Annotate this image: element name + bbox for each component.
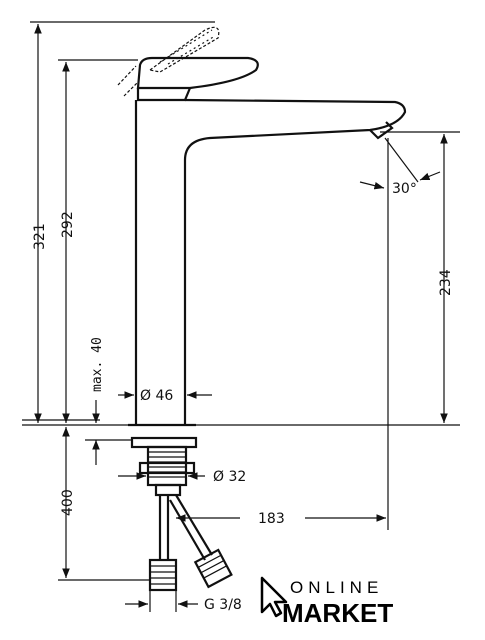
- cartridge-housing: [136, 87, 192, 102]
- label-max-thickness: max. 40: [90, 337, 105, 392]
- fixing-nut: [138, 461, 196, 475]
- lever-ghost-left: [117, 65, 139, 97]
- label-total-height: 321: [32, 223, 48, 250]
- label-spout-height: 234: [438, 269, 454, 296]
- label-connection: G 3/8: [204, 597, 242, 613]
- threaded-shank: [146, 445, 188, 487]
- spout-arm: [134, 98, 407, 425]
- lever-raised-hatch: [159, 29, 216, 65]
- label-body-height: 292: [60, 211, 76, 238]
- hose-left: [158, 495, 170, 560]
- aerator: [369, 121, 394, 140]
- connector-right: [193, 548, 233, 589]
- label-spout-reach: 183: [258, 511, 285, 527]
- dimension-lines: [22, 21, 460, 612]
- lever-raised-outline: [148, 26, 220, 73]
- label-hose-length: 400: [60, 489, 76, 516]
- label-base-diameter: Ø 46: [140, 388, 173, 404]
- mounting-hardware: [130, 436, 233, 592]
- label-angle: 30°: [392, 181, 417, 197]
- online-market-logo: ONLINE MARKET: [260, 576, 393, 628]
- logo-line1: ONLINE: [290, 578, 383, 597]
- hose-right: [169, 494, 213, 561]
- logo-line2: MARKET: [282, 598, 393, 628]
- faucet-body: [117, 26, 407, 427]
- mounting-plate: [130, 436, 198, 449]
- lever: [136, 56, 259, 90]
- lower-shank: [154, 483, 182, 497]
- cursor-icon: [260, 576, 288, 618]
- label-shank-diameter: Ø 32: [213, 469, 246, 485]
- connector-left: [148, 558, 178, 592]
